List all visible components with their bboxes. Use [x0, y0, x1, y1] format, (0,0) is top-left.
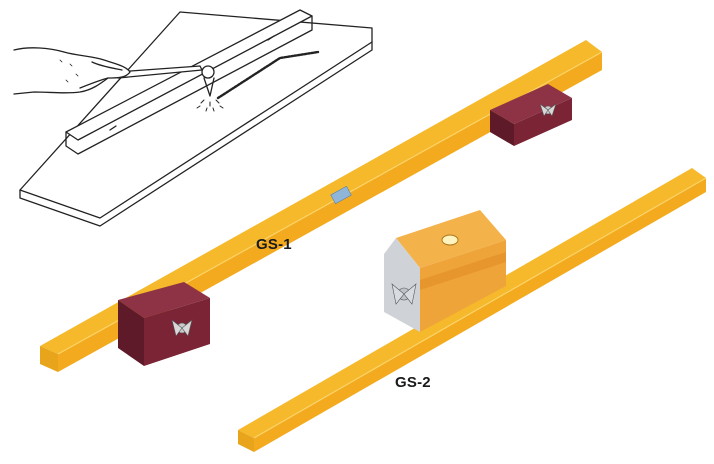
- magnet-front: [490, 110, 514, 146]
- hand-knuckles: [59, 59, 79, 83]
- torch-nozzle: [201, 65, 215, 79]
- gs2-bar-edge: [253, 177, 707, 439]
- gs1-bar-top-face: [40, 40, 602, 354]
- guide-rail-lip: [65, 15, 313, 155]
- wing-nut-icon: [171, 319, 193, 337]
- gs2-bar-front-face: [254, 178, 706, 452]
- product-label-gs1: GS-1: [256, 236, 292, 253]
- plate-outline: [19, 11, 373, 219]
- sparks: [196, 99, 224, 112]
- torch-guide-sketch: [13, 9, 373, 227]
- magnet-base-front: [384, 238, 420, 332]
- guide-rail-slot: [109, 35, 275, 131]
- wing-nut-icon: [391, 283, 417, 305]
- wing-nut-icon: [539, 103, 557, 117]
- magnet-side: [514, 98, 572, 146]
- cut-line: [216, 50, 320, 100]
- magnet-base-hole: [441, 234, 459, 246]
- gs1-bar-side-face: [40, 346, 58, 372]
- product-label-gs2: GS-2: [395, 374, 431, 391]
- magnet-base-icon: [384, 210, 506, 332]
- gs1-label-plate: [330, 185, 352, 205]
- magnet-front: [118, 300, 144, 366]
- gs2-bar-side-face: [238, 430, 254, 452]
- magnet-top: [118, 282, 210, 318]
- torch-tip: [203, 77, 215, 97]
- magnet-base-band: [420, 252, 506, 290]
- gs1-magnet-left: [118, 282, 210, 366]
- hand-outline: [13, 47, 131, 95]
- plate-edge: [19, 41, 373, 227]
- hand-fingers: [79, 61, 123, 89]
- gs1-magnet-right: [490, 84, 572, 146]
- magnet-top: [490, 84, 572, 124]
